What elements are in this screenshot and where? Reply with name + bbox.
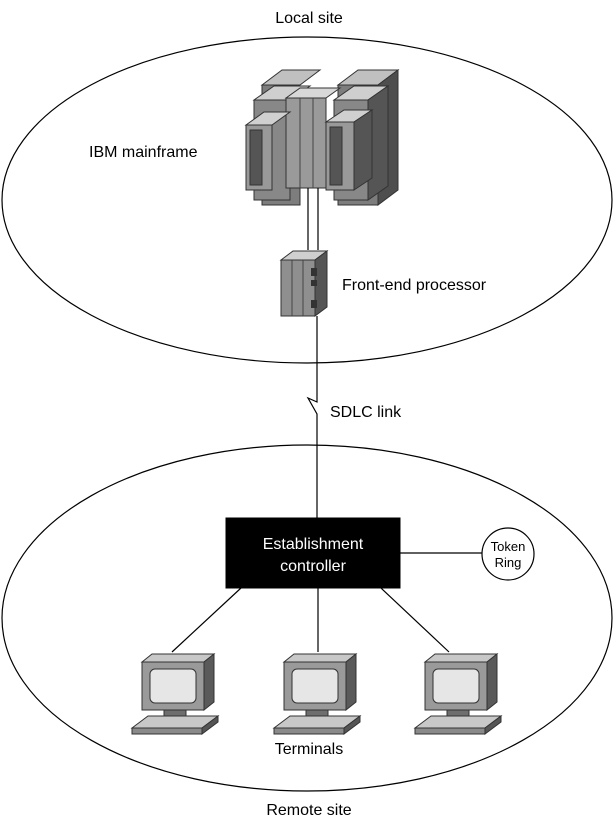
remote-site-boundary <box>1 444 613 792</box>
terminal-icon <box>131 653 219 735</box>
front-end-processor-label: Front-end processor <box>342 277 487 294</box>
terminals-label: Terminals <box>275 741 343 758</box>
token-ring-label-line2: Ring <box>495 555 522 570</box>
terminal-icon <box>414 653 502 735</box>
front-end-processor-icon <box>279 250 329 317</box>
local-site-label: Local site <box>275 10 343 27</box>
terminal-link-right <box>380 587 450 653</box>
token-ring-label-line1: Token <box>491 539 526 554</box>
local-site-boundary <box>1 36 613 364</box>
remote-site-label: Remote site <box>266 802 351 819</box>
controller-label-line2: controller <box>280 558 346 575</box>
sdlc-link-label: SDLC link <box>330 404 402 421</box>
establishment-controller <box>225 517 401 589</box>
controller-label-line1: Establishment <box>263 536 364 553</box>
token-ring <box>481 527 535 581</box>
terminal-icon <box>273 653 361 735</box>
sdlc-link-line <box>306 316 318 518</box>
mainframe-icon <box>244 69 400 206</box>
mainframe-label: IBM mainframe <box>89 144 198 161</box>
terminal-link-left <box>171 587 242 653</box>
